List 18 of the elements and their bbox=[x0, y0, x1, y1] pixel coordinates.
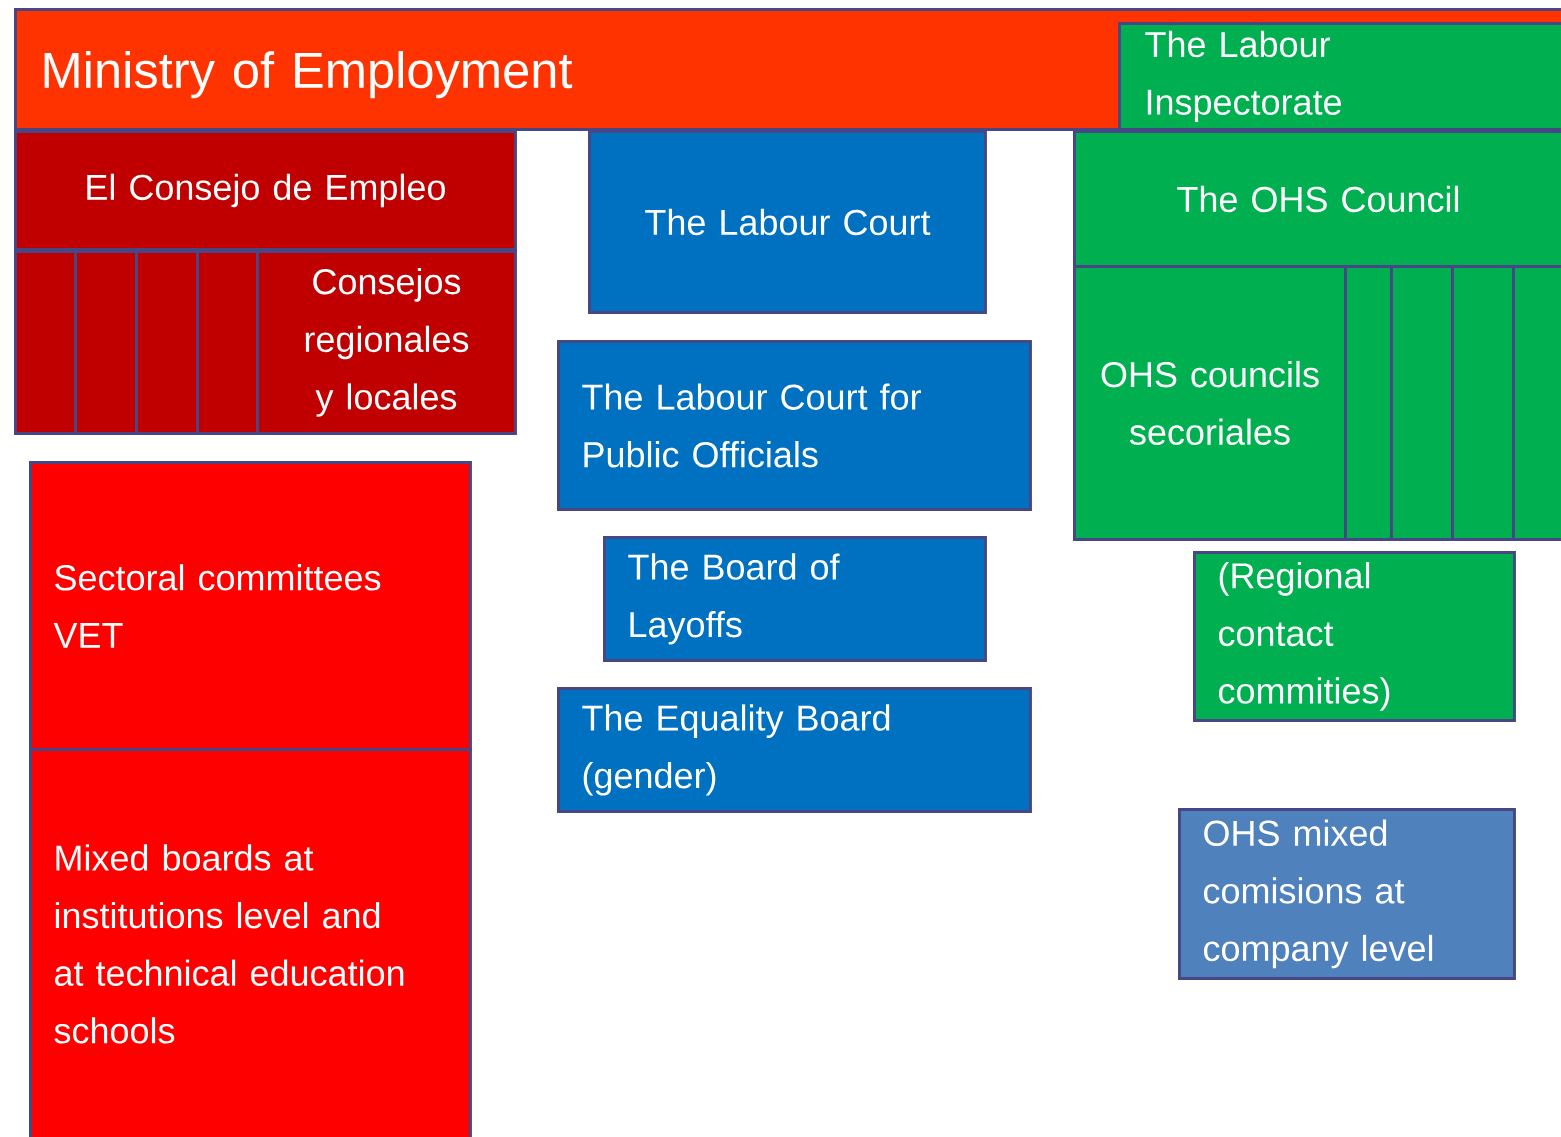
empty-box bbox=[14, 250, 77, 435]
empty-box bbox=[1512, 265, 1561, 541]
empty-box bbox=[196, 250, 259, 435]
organisation-box: The Labour Inspectorate bbox=[1118, 22, 1561, 131]
organisation-box: Mixed boards at institutions level and at technical education schools bbox=[29, 748, 472, 1137]
organisation-box: OHS mixed comisions at company level bbox=[1178, 808, 1516, 980]
organisation-box: The OHS Council bbox=[1073, 130, 1561, 268]
organisation-box: Sectoral committees VET bbox=[29, 461, 472, 751]
organisation-box: The Labour Court for Public Officials bbox=[557, 340, 1032, 511]
empty-box bbox=[1344, 265, 1393, 541]
empty-box bbox=[74, 250, 138, 435]
organisation-box: (Regional contact commities) bbox=[1193, 551, 1516, 722]
organisation-box: The Equality Board (gender) bbox=[557, 687, 1032, 813]
empty-box bbox=[1451, 265, 1515, 541]
organisation-box: The Board of Layoffs bbox=[603, 536, 987, 662]
empty-box bbox=[1390, 265, 1454, 541]
empty-box bbox=[135, 250, 199, 435]
organisation-box: The Labour Court bbox=[588, 130, 987, 314]
